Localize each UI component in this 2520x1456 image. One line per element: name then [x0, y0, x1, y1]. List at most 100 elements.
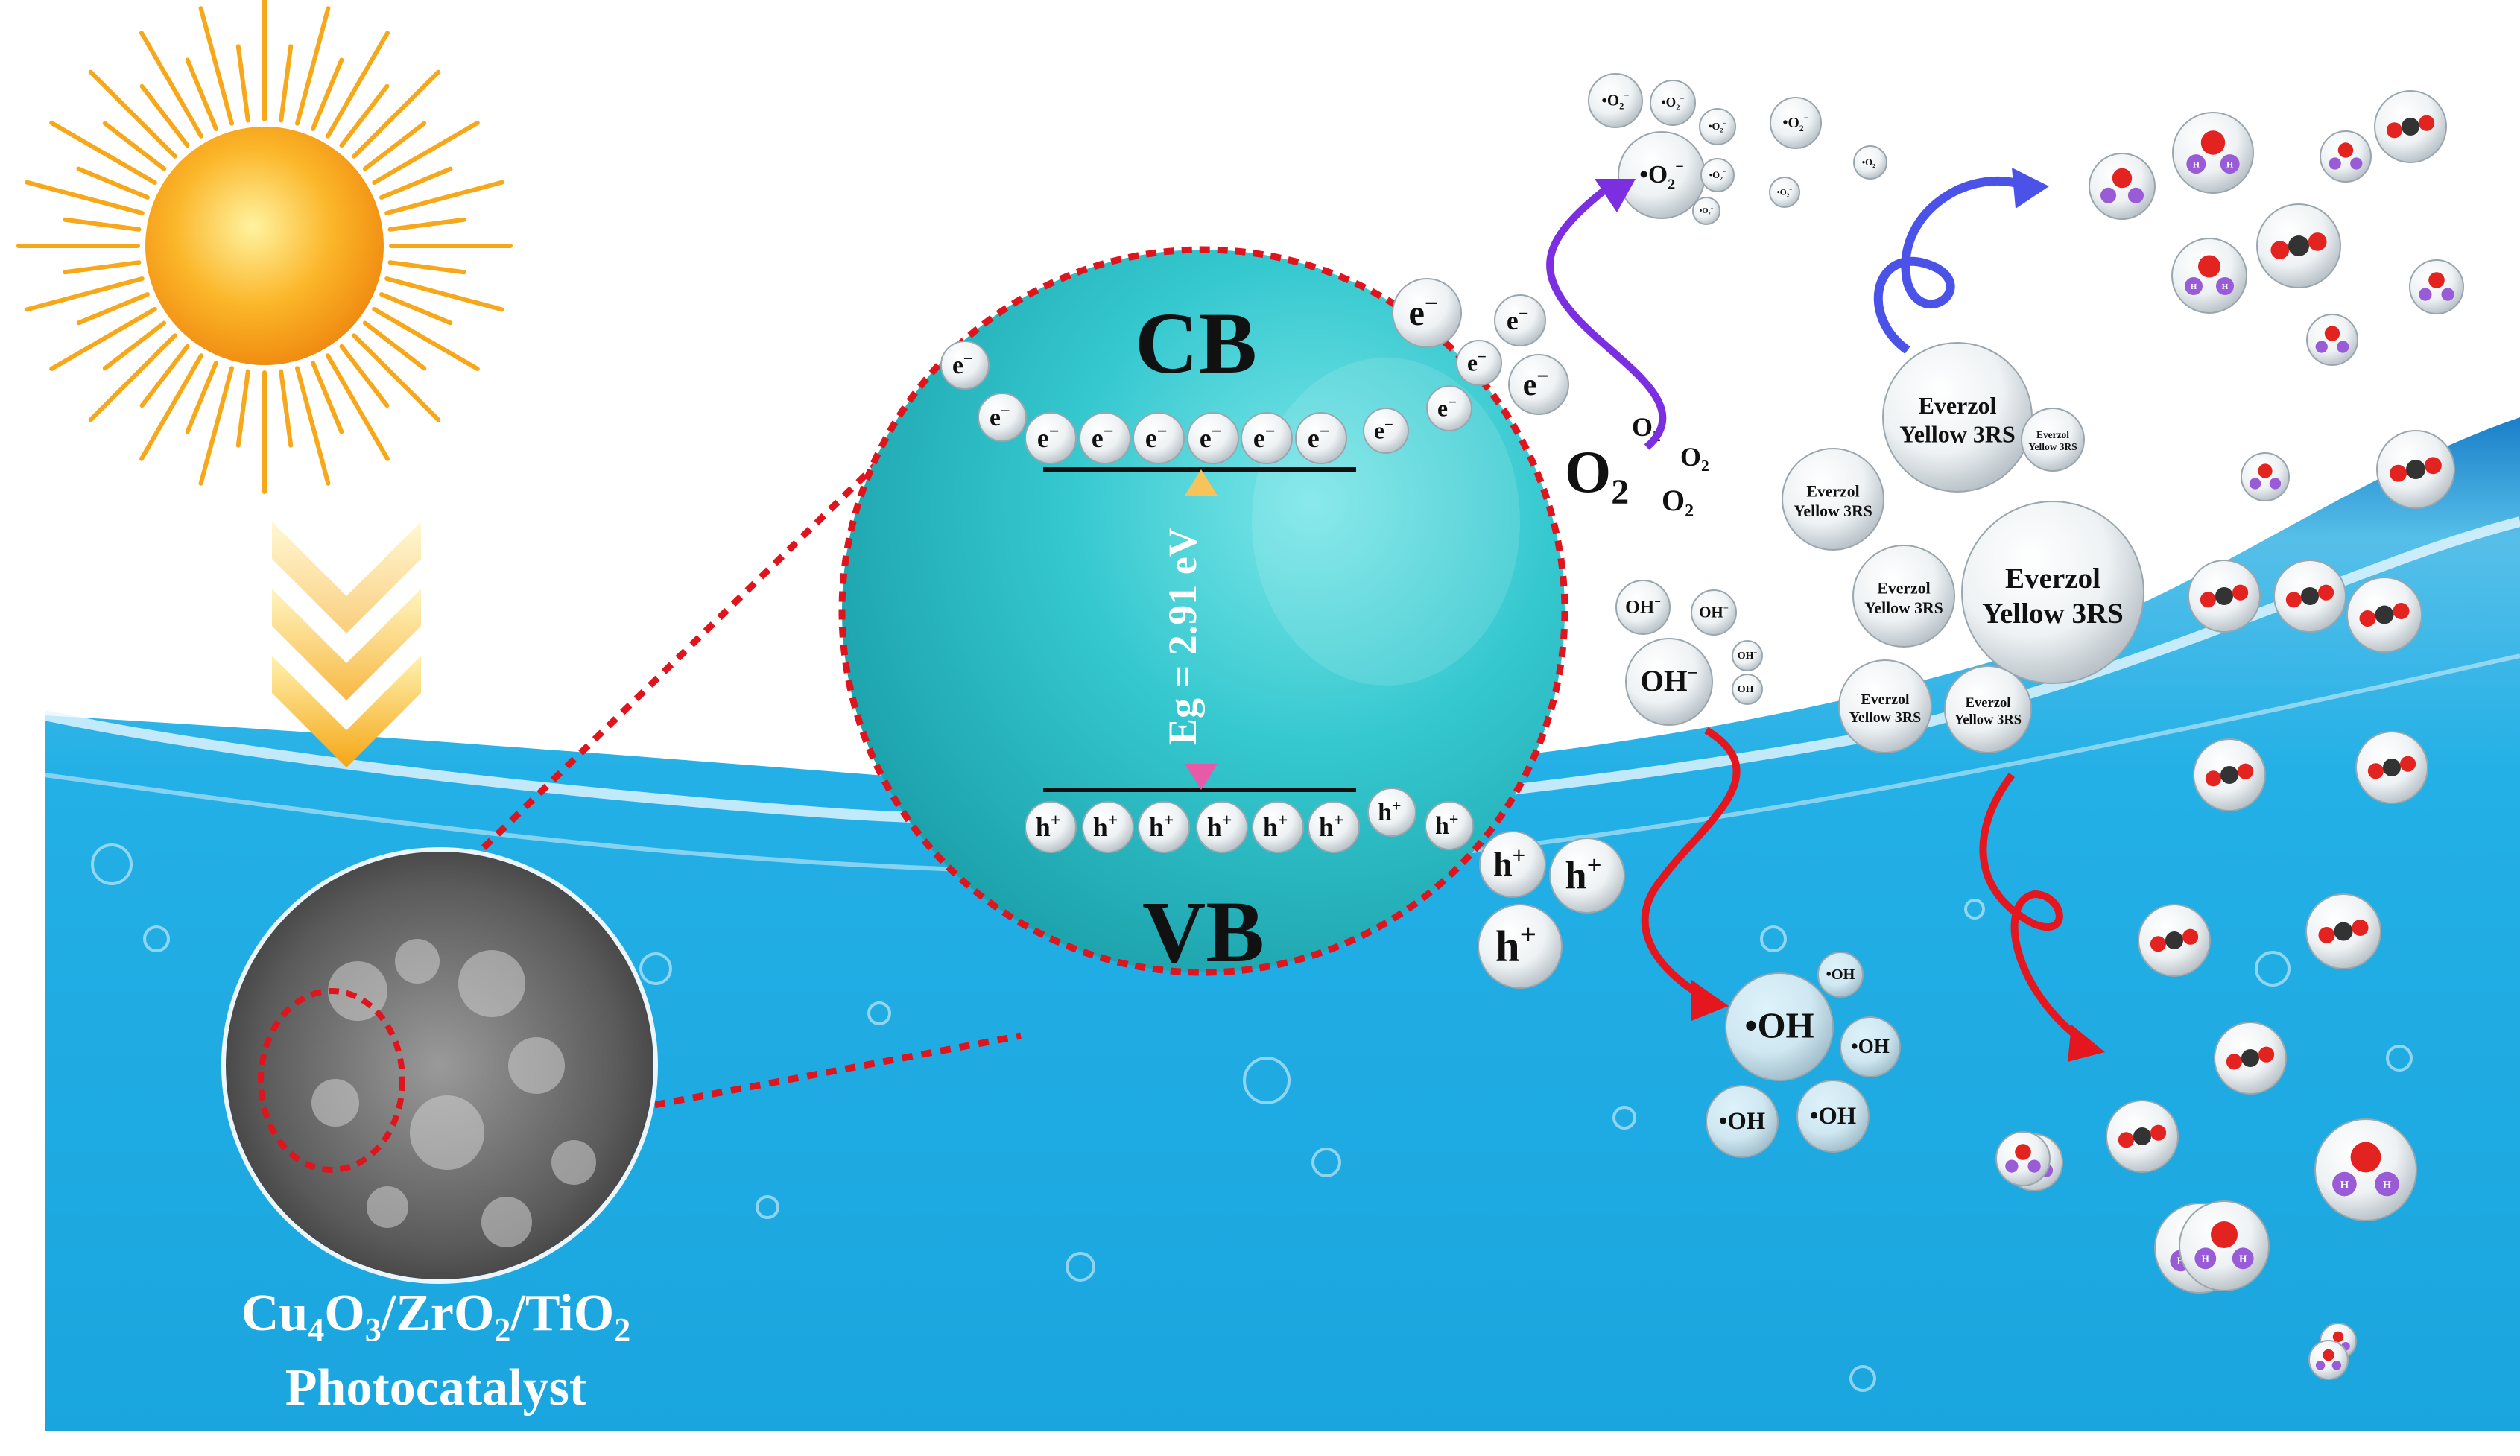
carbon-dioxide-molecule — [2346, 577, 2422, 653]
svg-text:H: H — [2202, 1253, 2210, 1264]
svg-text:Everzol: Everzol — [1861, 691, 1910, 708]
svg-text:h+: h+ — [1565, 851, 1601, 898]
sem-zoom-marker — [258, 988, 405, 1173]
hole: h+ — [1478, 904, 1563, 989]
sun-ray — [139, 353, 203, 461]
sun-ray — [362, 320, 427, 371]
sun-ray — [139, 344, 190, 408]
svg-text:OH−: OH− — [1625, 596, 1661, 617]
product-molecules: HHHHHHHHHH — [1995, 90, 2464, 1380]
svg-text:Yellow 3RS: Yellow 3RS — [1794, 502, 1872, 520]
svg-text:•O2−: •O2− — [1783, 113, 1809, 133]
svg-text:h+: h+ — [1207, 811, 1232, 842]
svg-text:e−: e− — [1507, 304, 1528, 335]
svg-text:OH−: OH− — [1738, 650, 1758, 662]
sun-ray — [76, 292, 150, 326]
hydroxyl-radical: •OH — [1725, 972, 1834, 1081]
svg-text:H: H — [2383, 1179, 2392, 1191]
sun-ray — [326, 353, 390, 461]
superoxide: •O2− — [1618, 131, 1706, 219]
superoxide: •O2− — [1700, 158, 1735, 192]
svg-text:•O2−: •O2− — [1602, 90, 1630, 112]
svg-text:Yellow 3RS: Yellow 3RS — [1849, 709, 1921, 726]
sun-ray — [294, 366, 331, 486]
sun-ray — [198, 366, 235, 486]
svg-text:e−: e− — [1253, 422, 1275, 453]
svg-text:e−: e− — [1467, 348, 1487, 376]
svg-text:•O2−: •O2− — [1709, 120, 1727, 134]
electron-to-superoxide-arrow — [1546, 183, 1667, 450]
hole: h+ — [1025, 801, 1077, 853]
svg-text:e−: e− — [1037, 422, 1059, 453]
hydroxyl-radical: •OH — [1706, 1085, 1779, 1158]
svg-text:e−: e− — [1200, 422, 1221, 453]
carbon-dioxide-molecule — [2305, 893, 2381, 969]
electron: e− — [1025, 412, 1077, 464]
svg-text:•O2−: •O2− — [1862, 156, 1879, 169]
electron: e− — [1494, 294, 1546, 346]
band-gap-arrow-head-up — [1185, 469, 1218, 496]
carbon-dioxide-molecule — [2376, 430, 2455, 509]
sun-ray — [362, 121, 427, 171]
svg-text:Everzol: Everzol — [1966, 695, 2011, 711]
hydroxide-ion: OH− — [1615, 580, 1671, 635]
svg-text:•O2−: •O2− — [1777, 186, 1793, 198]
hydroxyl-radical: •OH — [1840, 1016, 1901, 1077]
hydroxide-ion: OH− — [1691, 589, 1737, 636]
sun-icon — [145, 127, 384, 365]
light-chevron-icon — [272, 522, 421, 767]
catalyst-label: Photocatalyst — [285, 1359, 586, 1417]
hole: h+ — [1138, 801, 1190, 853]
carbon-dioxide-molecule — [2138, 904, 2211, 977]
svg-text:e−: e− — [1374, 416, 1393, 444]
sun-ray — [387, 217, 466, 232]
dye-to-products-arrow — [1873, 176, 2029, 354]
electron: e− — [1456, 340, 1502, 386]
hole: h+ — [1479, 831, 1546, 898]
svg-text:•O2−: •O2− — [1662, 95, 1685, 112]
electron: e− — [978, 393, 1027, 442]
water-molecule — [2320, 130, 2372, 183]
svg-text:e−: e− — [1523, 365, 1549, 402]
zoom-line-bottom — [349, 1032, 1022, 1166]
catalyst-formula: Cu4O3/ZrO2/TiO2 — [241, 1285, 630, 1348]
superoxide: •O2− — [1692, 197, 1720, 225]
conduction-band-label: CB — [1135, 294, 1257, 392]
hydroxide-ion: OH− — [1625, 638, 1713, 726]
carbon-dioxide-molecule — [2106, 1100, 2179, 1173]
superoxide-group: •O2−•O2−•O2−•O2−•O2−•O2−•O2−•O2−•O2− — [1588, 73, 1887, 225]
svg-text:Yellow 3RS: Yellow 3RS — [2028, 441, 2077, 452]
hydroxide-ion: OH− — [1732, 640, 1763, 671]
electron: e− — [1295, 412, 1347, 464]
sun-ray — [311, 361, 344, 434]
sun-ray — [379, 292, 453, 326]
svg-text:H: H — [2222, 282, 2229, 291]
sem-image-circle — [221, 847, 658, 1284]
electron: e− — [1392, 278, 1462, 348]
sun-ray — [387, 260, 466, 275]
sun-ray — [63, 260, 142, 275]
sun-ray — [372, 307, 480, 371]
sun-ray — [139, 83, 190, 148]
sun-ray — [185, 361, 218, 434]
hole: h+ — [1425, 801, 1474, 850]
electron: e− — [1241, 412, 1293, 464]
sun-ray — [88, 69, 177, 159]
svg-text:OH−: OH− — [1738, 683, 1758, 696]
svg-text:Yellow 3RS: Yellow 3RS — [1954, 712, 2022, 727]
svg-text:e−: e− — [1145, 422, 1167, 453]
electron: e− — [1133, 412, 1185, 464]
hole: h+ — [1082, 801, 1134, 853]
sun-ray — [352, 333, 441, 422]
superoxide: •O2− — [1770, 97, 1822, 149]
dye-to-underwater-products-arrow — [1979, 773, 2089, 1047]
svg-text:e−: e− — [990, 401, 1010, 431]
superoxide: •O2− — [1769, 177, 1800, 208]
valence-band-label: VB — [1142, 883, 1264, 981]
svg-text:H: H — [2340, 1179, 2349, 1191]
